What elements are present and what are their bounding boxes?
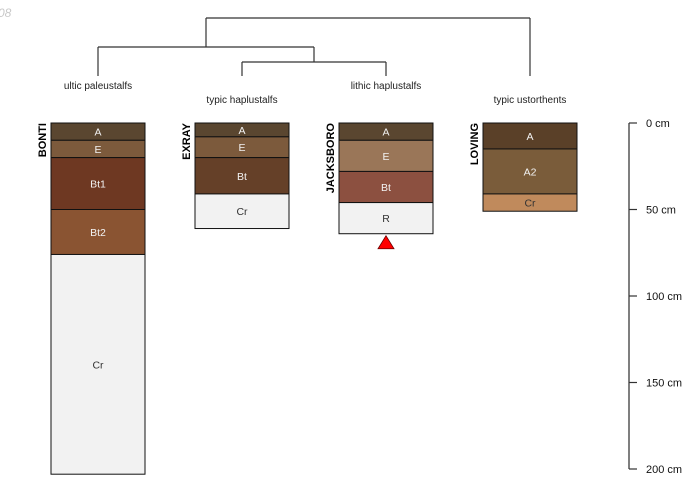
depth-tick-label: 50 cm (646, 205, 676, 217)
horizon-cr (194, 193, 290, 230)
depth-tick-label: 100 cm (646, 291, 682, 303)
profile-name: BONTI (37, 123, 49, 157)
taxon-label: typic haplustalfs (206, 95, 277, 106)
horizon-a2 (482, 148, 578, 195)
horizon-cr (50, 253, 146, 475)
horizon-bt2 (50, 209, 146, 255)
horizon-label: A (382, 127, 389, 139)
profile-name: JACKSBORO (325, 123, 337, 194)
horizon-e (338, 139, 434, 172)
horizon-label: Bt (381, 182, 391, 194)
depth-scale: 0 cm 50 cm 100 cm 150 cm 200 cm (628, 118, 682, 476)
taxon-label: typic ustorthents (494, 95, 567, 106)
horizon-label: E (238, 142, 245, 154)
horizon-label: Bt1 (90, 179, 106, 191)
horizon-label: A (238, 125, 245, 137)
horizon-bt (194, 157, 290, 195)
corner-label: -08 (0, 6, 12, 20)
horizon-label: R (382, 213, 390, 225)
horizon-cr (482, 193, 578, 212)
horizon-label: Bt (237, 171, 247, 183)
horizon-bt1 (50, 157, 146, 211)
horizon-label: E (94, 144, 101, 156)
horizon-a (482, 122, 578, 150)
taxon-label: ultic paleustalfs (64, 81, 132, 92)
depth-tick-label: 0 cm (646, 118, 670, 130)
horizon-label: Cr (236, 206, 248, 218)
horizon-r (338, 202, 434, 235)
depth-tick-label: 200 cm (646, 464, 682, 476)
horizon-label: A (526, 131, 533, 143)
taxon-label: lithic haplustalfs (351, 81, 422, 92)
horizon-label: E (382, 151, 389, 163)
horizon-label: Cr (524, 198, 536, 210)
horizon-label: A2 (524, 166, 537, 178)
profile-name: LOVING (469, 123, 481, 165)
depth-tick-label: 150 cm (646, 378, 682, 390)
horizon-bt (338, 170, 434, 204)
profile-name: EXRAY (181, 122, 193, 160)
lithic-contact-marker-icon (377, 234, 395, 250)
horizon-label: Bt2 (90, 227, 106, 239)
horizon-label: Cr (92, 359, 104, 371)
horizon-label: A (94, 127, 101, 139)
dendrogram (97, 17, 531, 76)
